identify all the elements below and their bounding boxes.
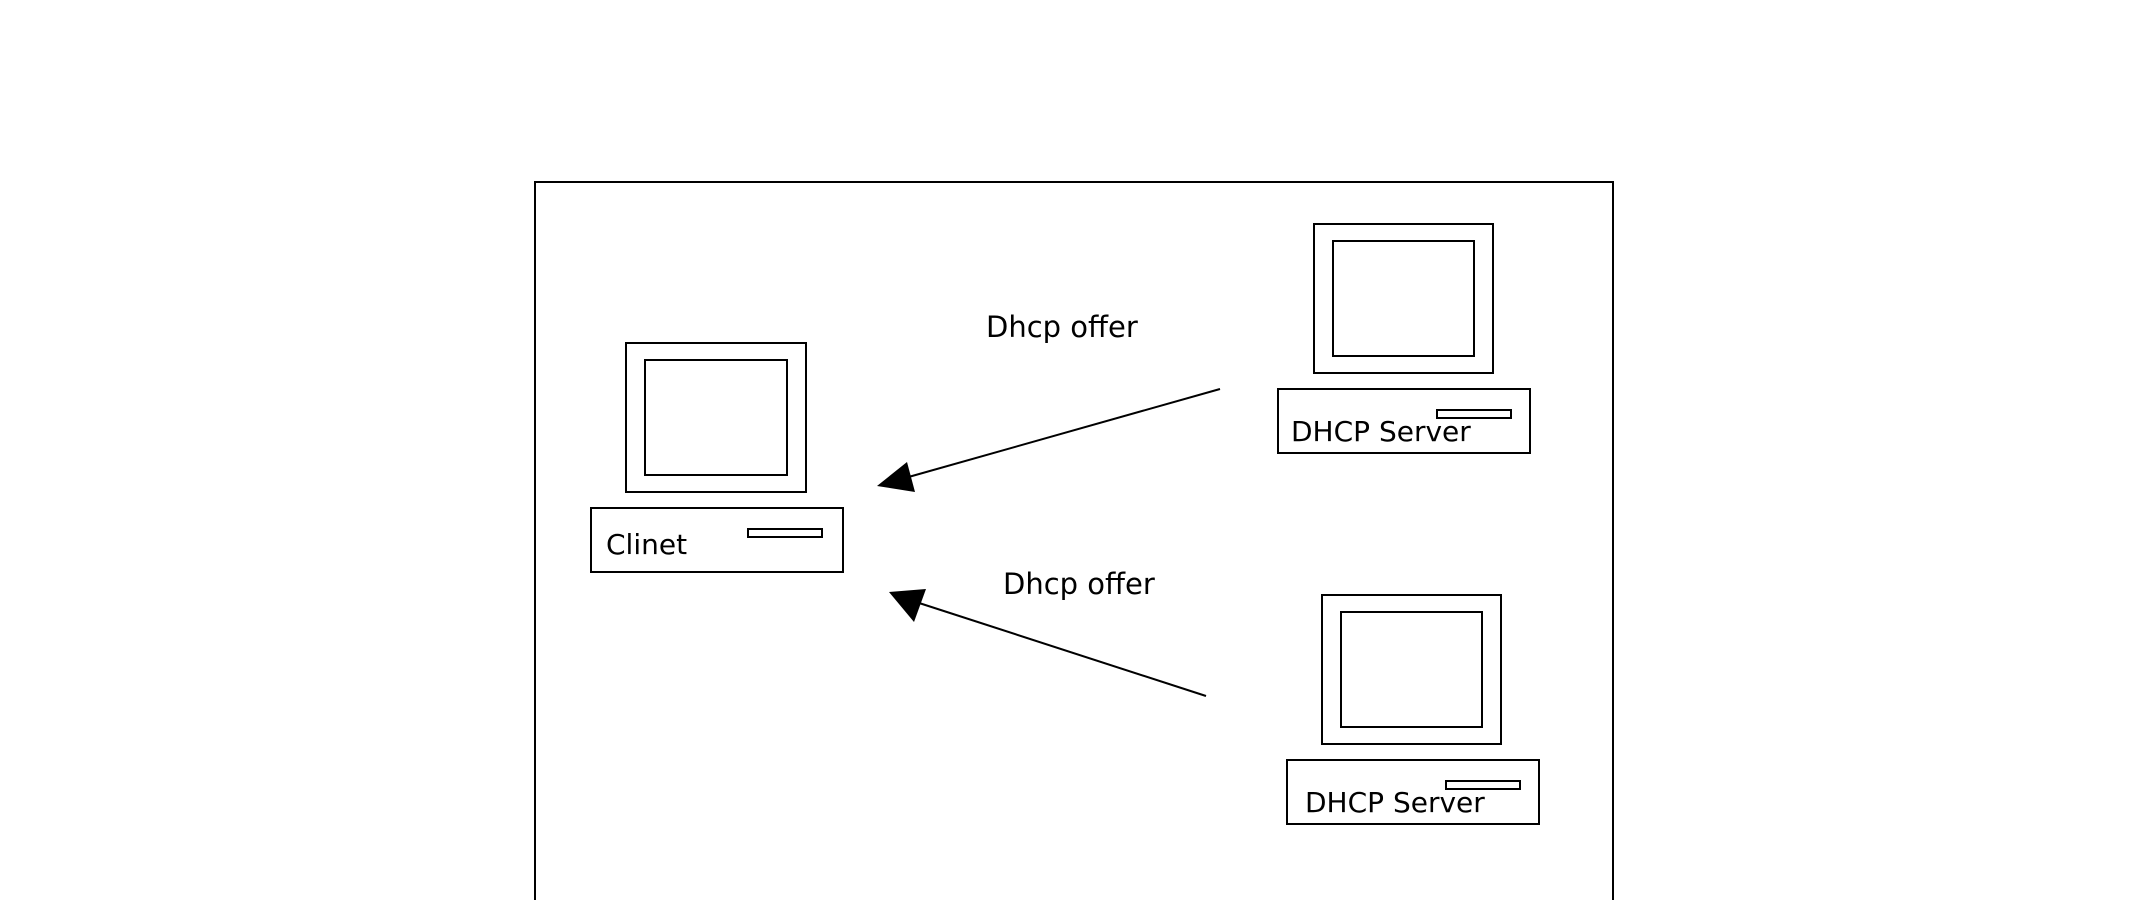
diagram-frame [534,181,1614,900]
client-drive-slot [747,528,823,538]
server-1-monitor [1313,223,1494,374]
client-base: Clinet [590,507,844,573]
offer-label-2: Dhcp offer [1003,567,1155,601]
server-1-drive-slot [1436,409,1512,419]
server-1-screen [1332,240,1475,357]
offer-label-1: Dhcp offer [986,310,1138,344]
client-monitor [625,342,807,493]
server-2-screen [1340,611,1483,728]
server-2-base: DHCP Server [1286,759,1540,825]
server-2-label: DHCP Server [1305,786,1485,819]
client-label: Clinet [606,528,688,561]
server-2-monitor [1321,594,1502,745]
server-1-base: DHCP Server [1277,388,1531,454]
server-2-drive-slot [1445,780,1521,790]
client-screen [644,359,788,476]
server-1-label: DHCP Server [1291,415,1471,448]
